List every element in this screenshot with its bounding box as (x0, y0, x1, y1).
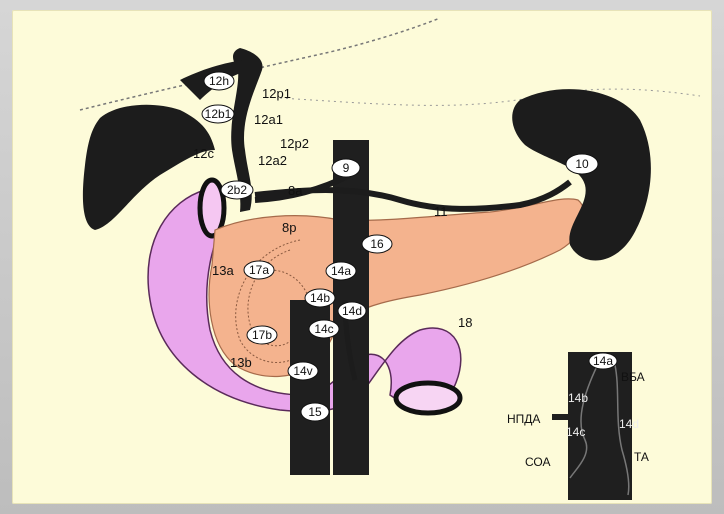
label-16: 16 (370, 237, 384, 251)
label-14a: 14a (331, 264, 351, 278)
inset-oval-14a: 14a (589, 353, 617, 369)
inset-npda-branch (552, 414, 570, 420)
label-18: 18 (458, 315, 472, 330)
label-12h: 12h (209, 74, 229, 88)
label-17b: 17b (252, 328, 272, 342)
oval-label-14b: 14b (305, 289, 335, 307)
label-14b: 14b (310, 291, 330, 305)
label-12p2: 12p2 (280, 136, 309, 151)
jejunum-end-ring (396, 383, 460, 413)
oval-label-14d: 14d (338, 302, 366, 320)
oval-label-14c: 14c (309, 320, 339, 338)
oval-label-9: 9 (332, 159, 360, 177)
oval-label-14v: 14v (288, 362, 318, 380)
label-15: 15 (308, 405, 322, 419)
oval-label-10: 10 (566, 154, 598, 174)
liver-outline-lower (280, 89, 700, 105)
oval-label-16: 16 (362, 235, 392, 253)
label-2b2: 2b2 (227, 183, 247, 197)
label-8a: 8a (288, 183, 303, 198)
inset-label-vba: ВБА (621, 370, 645, 384)
label-11: 11 (434, 204, 448, 219)
oval-label-14a: 14a (326, 262, 356, 280)
label-12p1: 12p1 (262, 86, 291, 101)
oval-label-2b2: 2b2 (221, 181, 253, 199)
oval-label-17a: 17a (244, 261, 274, 279)
label-9: 9 (343, 161, 350, 175)
label-12b1: 12b1 (205, 107, 232, 121)
label-8p: 8p (282, 220, 296, 235)
oval-label-17b: 17b (247, 326, 277, 344)
inset-label-14c: 14c (566, 425, 585, 439)
label-14v: 14v (293, 364, 312, 378)
label-12c: 12c (193, 146, 214, 161)
inset-label-14d: 14d (619, 417, 639, 431)
inset-label-npda: НПДА (507, 412, 540, 426)
inset-label-soa: СОА (525, 455, 550, 469)
oval-label-12h: 12h (204, 72, 234, 90)
label-13b: 13b (230, 355, 252, 370)
label-17a: 17a (249, 263, 269, 277)
label-14d: 14d (342, 304, 362, 318)
oval-label-15: 15 (301, 403, 329, 421)
label-14c: 14c (314, 322, 333, 336)
inset-label-14b: 14b (568, 391, 588, 405)
inset-label-ta: ТА (634, 450, 649, 464)
label-13a: 13a (212, 263, 234, 278)
inset-label-14a: 14a (593, 354, 613, 368)
label-12a2: 12a2 (258, 153, 287, 168)
label-12a1: 12a1 (254, 112, 283, 127)
oval-label-12b1: 12b1 (202, 105, 234, 123)
label-10: 10 (575, 157, 589, 171)
